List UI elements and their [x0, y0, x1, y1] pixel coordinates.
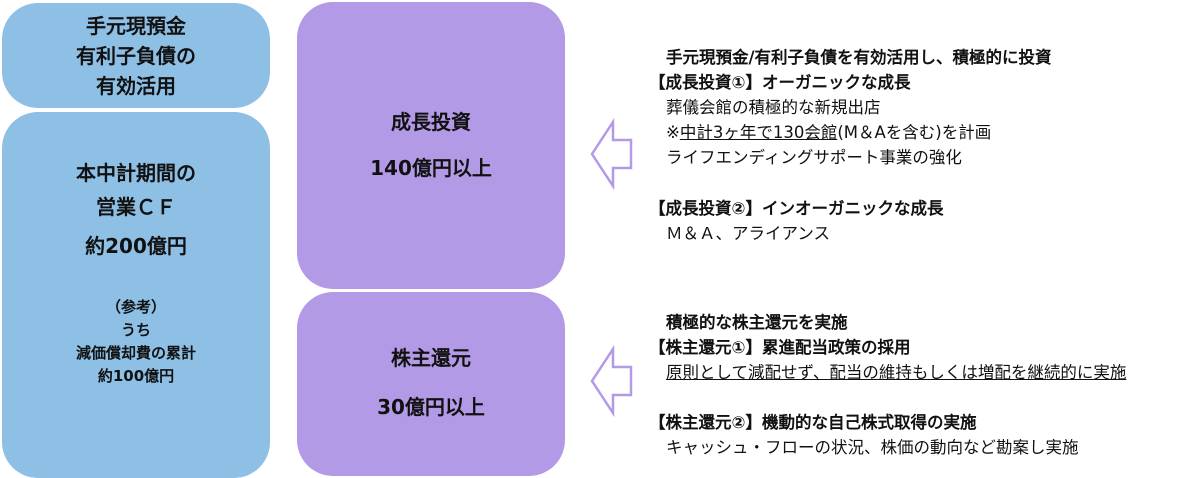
return-item1-title: 【株主還元①】累進配当政策の採用 — [649, 338, 911, 357]
note-suffix: (M＆Aを含む)を計画 — [837, 123, 992, 142]
return-item2-line1: キャッシュ・フローの状況、株価の動向など勘案し実施 — [666, 438, 1079, 457]
growth-heading: 手元現預金/有利子負債を有効活用し、積極的に投資 — [666, 48, 1052, 67]
cf-box-ref1: （参考） — [105, 298, 166, 316]
cf-box-ref2: うち — [120, 321, 151, 339]
left-arrow-icon — [590, 118, 633, 190]
growth-investment-box: 成長投資 140億円以上 — [297, 2, 565, 289]
left-arrow-icon — [590, 345, 633, 417]
cf-box-line1: 本中計期間の — [76, 161, 196, 185]
cf-box-amount: 約200億円 — [85, 234, 187, 258]
cash-box-line2: 有利子負債の — [76, 44, 196, 68]
shareholder-return-box: 株主還元 30億円以上 — [297, 292, 565, 476]
growth-item1-line1: 葬儀会館の積極的な新規出店 — [666, 98, 881, 117]
cf-box-ref3: 減価償却費の累計 — [75, 344, 196, 362]
return-box-amount: 30億円以上 — [377, 395, 485, 419]
cash-box-line1: 手元現預金 — [86, 14, 186, 38]
growth-item2-title: 【成長投資②】インオーガニックな成長 — [649, 199, 944, 218]
cf-box-ref4: 約100億円 — [97, 367, 175, 385]
cash-box-line3: 有効活用 — [96, 74, 176, 98]
cf-box-line2: 営業ＣＦ — [96, 195, 176, 219]
return-box-title: 株主還元 — [391, 346, 471, 370]
growth-item1-line2: ※中計3ヶ年で130会館(M＆Aを含む)を計画 — [666, 121, 991, 145]
note-underlined: 中計3ヶ年で130会館 — [679, 123, 838, 142]
growth-item2-line1: Ｍ＆Ａ、アライアンス — [666, 224, 831, 243]
return-heading: 積極的な株主還元を実施 — [666, 313, 848, 332]
growth-item1-title: 【成長投資①】オーガニックな成長 — [649, 73, 911, 92]
return-item1-line1: 原則として減配せず、配当の維持もしくは増配を継続的に実施 — [666, 363, 1127, 382]
note-mark: ※ — [666, 123, 680, 142]
growth-item1-line3: ライフエンディングサポート事業の強化 — [666, 148, 962, 167]
cash-debt-box: 手元現預金 有利子負債の 有効活用 — [2, 3, 270, 108]
operating-cf-box: 本中計期間の 営業ＣＦ 約200億円 （参考） うち 減価償却費の累計 約100… — [2, 112, 270, 478]
return-item2-title: 【株主還元②】機動的な自己株式取得の実施 — [649, 413, 977, 432]
growth-box-title: 成長投資 — [391, 110, 471, 134]
growth-box-amount: 140億円以上 — [370, 156, 492, 180]
